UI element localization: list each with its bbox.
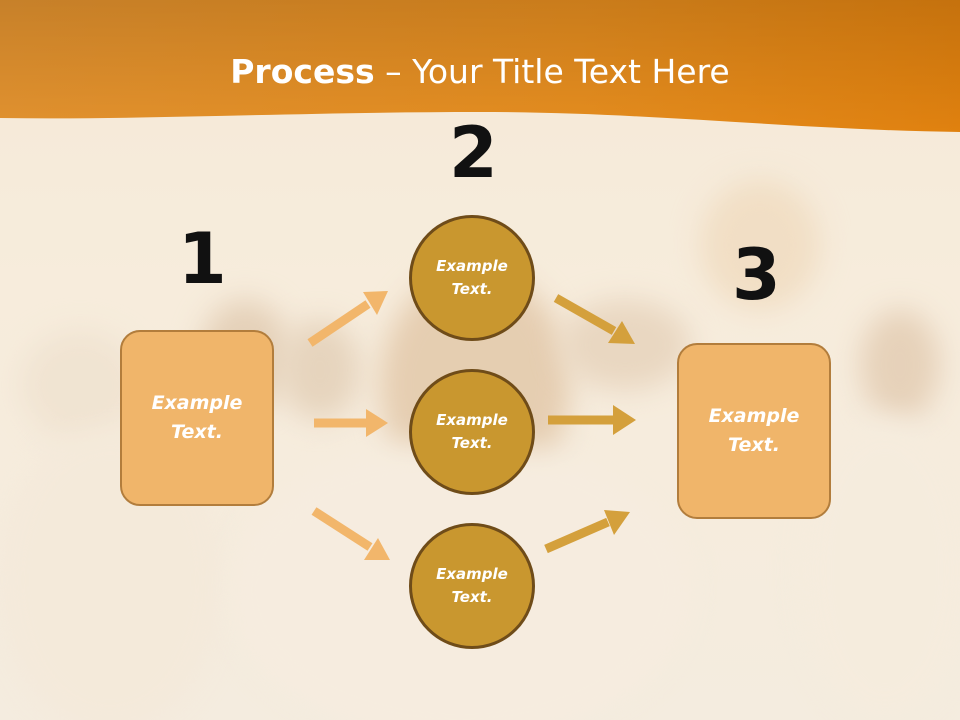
left-text-box: Example Text.: [120, 330, 274, 506]
title-rest: – Your Title Text Here: [374, 52, 730, 91]
circle-bottom-text: Example Text.: [436, 565, 508, 606]
header-band: [0, 0, 960, 132]
right-text-box: Example Text.: [677, 343, 831, 519]
arrow-right-left: [314, 409, 388, 437]
arrow-down-right-left: [311, 507, 390, 560]
left-box-text: Example Text.: [151, 392, 243, 443]
slide-title: Process – Your Title Text Here: [0, 52, 960, 91]
circle-top-text: Example Text.: [436, 257, 508, 298]
circle-bottom: Example Text.: [409, 523, 535, 649]
step-number-2: 2: [449, 112, 498, 194]
step-number-1: 1: [178, 218, 227, 300]
right-box-text: Example Text.: [708, 405, 800, 456]
circle-middle-text: Example Text.: [436, 411, 508, 452]
arrow-up-right-right: [544, 510, 630, 554]
arrow-up-right-left: [307, 291, 388, 347]
circle-top: Example Text.: [409, 215, 535, 341]
arrow-down-right-right: [553, 294, 635, 344]
circle-middle: Example Text.: [409, 369, 535, 495]
step-number-3: 3: [732, 234, 781, 316]
arrow-right-right: [548, 405, 636, 435]
title-bold: Process: [230, 52, 375, 91]
